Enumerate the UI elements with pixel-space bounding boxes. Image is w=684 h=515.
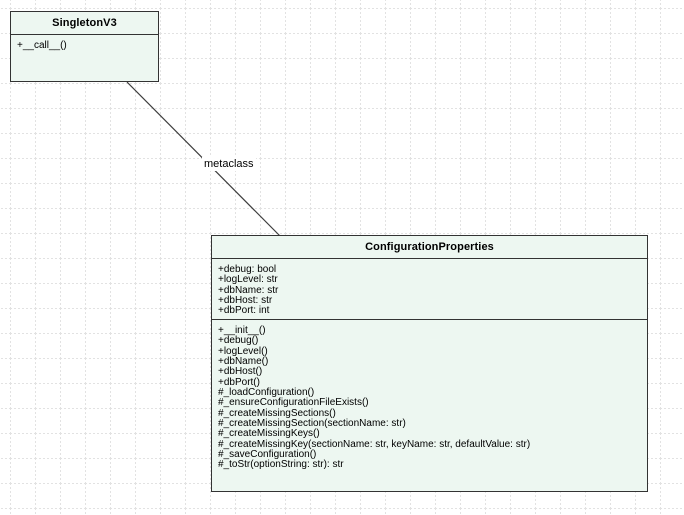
method-line: +__call__() xyxy=(17,40,67,51)
method-line: +dbPort() xyxy=(218,376,260,388)
attribute-line: +dbPort: int xyxy=(218,305,270,317)
method-line: #_saveConfiguration() xyxy=(218,449,317,461)
attribute-line: +debug: bool xyxy=(218,264,277,275)
attribute-line: +logLevel: str xyxy=(218,274,278,286)
methods-compartment: +__init__() +debug() +logLevel() +dbName… xyxy=(212,320,647,491)
method-line: #_createMissingSections() xyxy=(218,407,336,419)
methods-compartment: +__call__() xyxy=(11,35,158,81)
method-line: +debug() xyxy=(218,335,259,347)
method-line: #_createMissingSection(sectionName: str) xyxy=(218,418,406,430)
class-title: ConfigurationProperties xyxy=(212,236,647,259)
class-title: SingletonV3 xyxy=(11,12,158,35)
method-line: #_ensureConfigurationFileExists() xyxy=(218,397,369,409)
attribute-line: +dbHost: str xyxy=(218,295,273,307)
method-line: +logLevel() xyxy=(218,345,268,357)
method-line: #_createMissingKeys() xyxy=(218,428,320,440)
attribute-line: +dbName: str xyxy=(218,284,279,296)
method-line: #_loadConfiguration() xyxy=(218,387,315,399)
class-node-singletonv3[interactable]: SingletonV3 +__call__() xyxy=(10,11,159,82)
attributes-compartment: +debug: bool +logLevel: str +dbName: str… xyxy=(212,259,647,320)
method-line: +dbName() xyxy=(218,356,269,368)
method-line: +dbHost() xyxy=(218,366,263,378)
class-node-configurationproperties[interactable]: ConfigurationProperties +debug: bool +lo… xyxy=(211,235,648,492)
method-line: #_toStr(optionString: str): str xyxy=(218,459,344,471)
edge-label-metaclass[interactable]: metaclass xyxy=(202,157,256,171)
method-line: +__init__() xyxy=(218,325,266,336)
method-line: #_createMissingKey(sectionName: str, key… xyxy=(218,438,531,450)
